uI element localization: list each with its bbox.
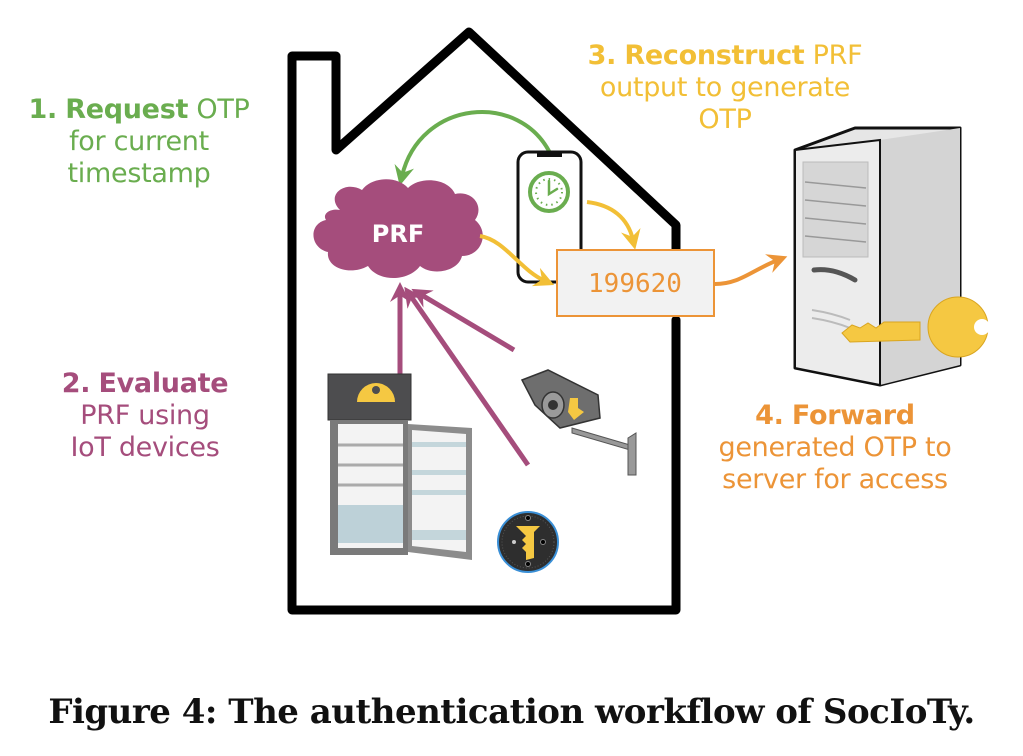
step-4-forward-label: 4. Forward generated OTP to server for a… — [690, 400, 980, 496]
step-2-line2: PRF using — [80, 400, 210, 431]
step-3-reconstruct-label: 3. Reconstruct PRF output to generate OT… — [580, 40, 870, 136]
request-arrow — [394, 110, 553, 186]
step-3-rest: PRF — [804, 40, 863, 71]
phone-to-otp-arrow — [586, 200, 641, 250]
step-1-line2: for current — [69, 126, 209, 157]
step-2-title: 2. — [61, 368, 91, 399]
step-4-line3: server for access — [722, 464, 948, 495]
step-4-line2: generated OTP to — [718, 432, 952, 463]
camera-to-prf-arrow — [411, 288, 516, 353]
smart-speaker-icon — [497, 511, 559, 573]
workflow-diagram: PRF 199620 — [287, 27, 990, 615]
speaker-to-prf-arrow — [404, 286, 531, 467]
otp-value: 199620 — [588, 269, 682, 299]
step-1-verb: Request — [65, 94, 189, 125]
server-icon — [793, 126, 962, 387]
security-camera-icon — [520, 369, 637, 476]
step-2-verb: Evaluate — [98, 368, 229, 399]
step-3-verb: Reconstruct — [624, 40, 805, 71]
step-3-title: 3. — [587, 40, 617, 71]
step-3-line2: output to generate — [599, 72, 851, 103]
step-1-request-label: 1. Request OTP for current timestamp — [14, 94, 264, 190]
key-icon — [841, 296, 990, 358]
step-4-title: 4. — [755, 400, 784, 431]
prf-to-otp-arrow — [479, 234, 555, 287]
step-1-rest: OTP — [188, 94, 250, 125]
refrigerator-icon — [327, 373, 472, 560]
forward-arrow — [714, 254, 788, 286]
step-2-evaluate-label: 2. Evaluate PRF using IoT devices — [20, 368, 270, 464]
step-4-verb: Forward — [791, 400, 915, 431]
step-1-line3: timestamp — [67, 158, 211, 189]
prf-cloud: PRF — [313, 179, 483, 278]
clock-icon — [528, 171, 570, 213]
otp-box: 199620 — [556, 249, 715, 317]
step-3-line3: OTP — [698, 104, 752, 135]
step-1-title: 1. — [28, 94, 57, 125]
step-2-line3: IoT devices — [70, 432, 220, 463]
prf-label: PRF — [372, 220, 424, 248]
figure-caption: Figure 4: The authentication workflow of… — [48, 692, 975, 732]
house-outline — [287, 27, 681, 615]
